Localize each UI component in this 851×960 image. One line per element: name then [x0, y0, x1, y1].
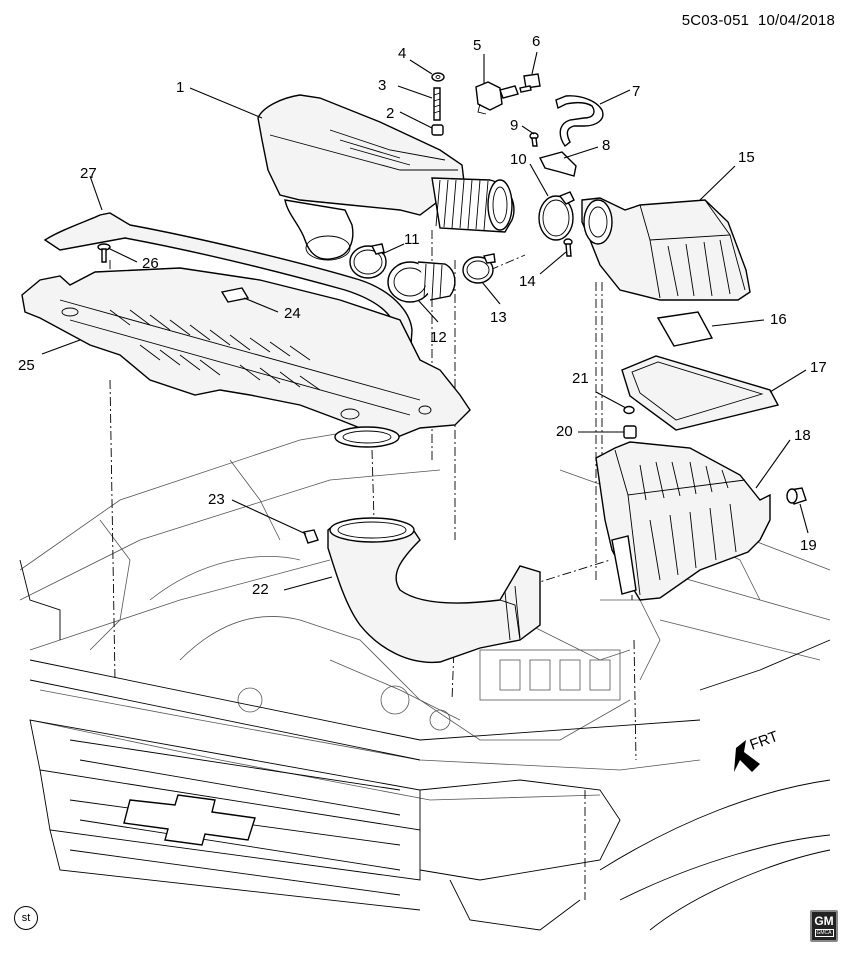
callout-23: 23 [208, 491, 225, 508]
part-4-nut [431, 72, 445, 82]
part-8-clip [538, 151, 577, 177]
callout-2: 2 [386, 105, 394, 122]
part-7-breather-tube [555, 95, 604, 148]
callout-10: 10 [510, 151, 527, 168]
callout-21: 21 [572, 370, 589, 387]
part-25-closeout-panel [21, 267, 471, 441]
callout-18: 18 [794, 427, 811, 444]
callout-26: 26 [142, 255, 159, 272]
part-21-nut [623, 405, 635, 415]
part-5-sensor [475, 81, 519, 115]
callout-leaders [41, 51, 809, 591]
part-15-outlet [583, 199, 613, 245]
callout-14: 14 [519, 273, 536, 290]
chevrolet-bowtie-logo [123, 794, 256, 846]
callout-24: 24 [284, 305, 301, 322]
part-16-gasket [656, 311, 714, 347]
callout-27: 27 [80, 165, 97, 182]
part-9-bolt [529, 132, 539, 147]
callout-3: 3 [378, 77, 386, 94]
panel-ribs [59, 299, 432, 420]
part-1-air-intake-duct [257, 94, 466, 216]
part-10-clamp [538, 191, 575, 241]
diagram-date: 10/04/2018 [757, 12, 835, 29]
part-13-clamp [462, 253, 496, 284]
part-3-stud [433, 87, 441, 121]
part-6-bolt [519, 73, 541, 93]
callout-15: 15 [738, 149, 755, 166]
gm-logo: GM GMCA [810, 910, 838, 942]
part-26-push-pin [97, 243, 111, 263]
front-direction-label: FRT [748, 728, 781, 754]
callout-19: 19 [800, 537, 817, 554]
callout-6: 6 [532, 33, 540, 50]
callout-11: 11 [404, 231, 420, 248]
part-12-coupler [387, 261, 456, 303]
front-direction-arrow: FRT [734, 728, 781, 772]
callout-12: 12 [430, 329, 447, 346]
callout-5: 5 [473, 37, 481, 54]
part-11-clamp [349, 243, 387, 279]
part-15-air-cleaner-cover [581, 197, 751, 301]
callout-13: 13 [490, 309, 507, 326]
callout-16: 16 [770, 311, 787, 328]
st-label: st [21, 912, 31, 924]
part-20-grommet [623, 425, 637, 439]
gm-logo-text: GM [814, 914, 834, 928]
part-23-nut [303, 529, 319, 544]
part-2-grommet [431, 124, 444, 136]
callout-9: 9 [510, 117, 518, 134]
part-27-seal-strip [43, 212, 413, 373]
part-19-grommet [786, 487, 807, 505]
diagram-reference: 5C03-051 10/04/2018 [682, 12, 835, 29]
callout-20: 20 [556, 423, 573, 440]
st-symbol-badge: st [14, 906, 38, 930]
part-24-clip [220, 287, 250, 303]
callout-17: 17 [810, 359, 827, 376]
vehicle-front-end [19, 419, 831, 931]
part-1-resonator-bowl [284, 199, 354, 260]
part-17-air-filter [621, 355, 780, 431]
callout-8: 8 [602, 137, 610, 154]
callout-numbers: 1 2 3 4 5 6 7 8 9 10 11 12 13 14 15 16 1… [18, 33, 827, 598]
callout-22: 22 [252, 581, 269, 598]
callout-25: 25 [18, 357, 35, 374]
part-18-inlet [611, 535, 637, 595]
part-25-duct-ring [334, 426, 400, 448]
callout-1: 1 [176, 79, 184, 96]
diagram-code: 5C03-051 [681, 12, 750, 29]
part-14-bolt [563, 238, 573, 257]
gm-logo-subtext: GMCA [814, 929, 834, 937]
callout-4: 4 [398, 45, 406, 62]
part-1-corrugated-hose [431, 177, 515, 233]
callout-7: 7 [632, 83, 640, 100]
